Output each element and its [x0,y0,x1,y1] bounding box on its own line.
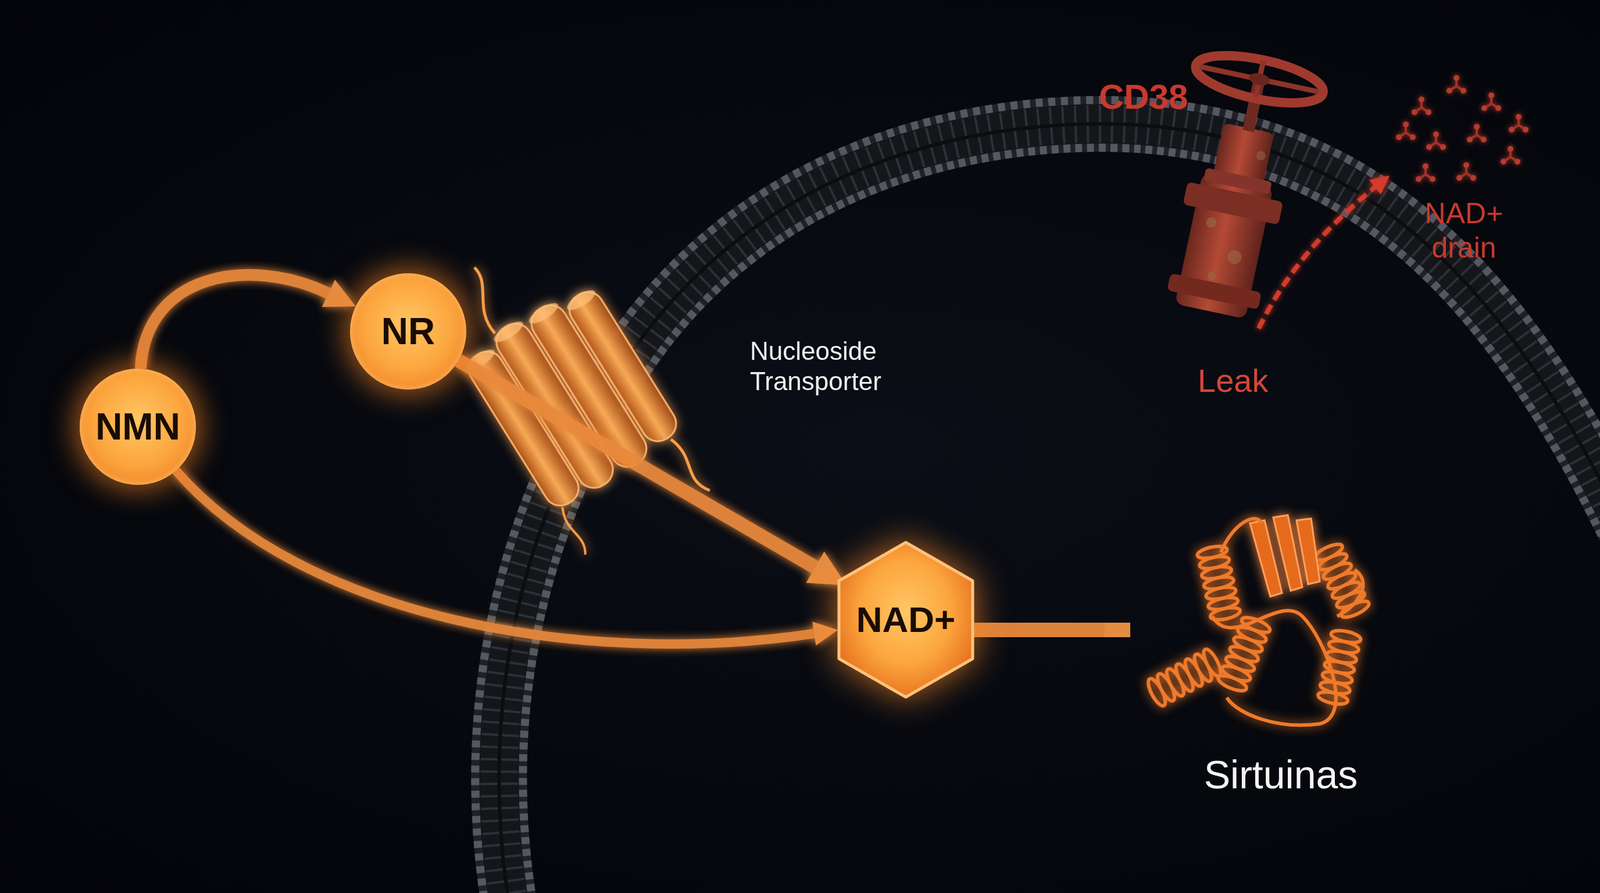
leak-label: Leak [1197,361,1297,400]
leak-arrow [1258,184,1378,329]
flow-arrow [974,625,1105,635]
molecule-circle: NMN [79,368,196,485]
drain-label: NAD+ drain [1405,196,1523,266]
enzyme-group: Sirtuinas [1173,500,1389,797]
enzyme-label: CD38 [1098,76,1239,119]
transporter-label: Nucleoside Transporter [750,336,919,397]
flow-arrow [176,470,815,645]
hexagon-outline [838,542,973,698]
node-text: NR [381,311,435,352]
cofactor-hexagon: NAD+ [837,540,975,699]
flow-arrow [140,275,329,369]
drain-molecules [1395,75,1529,182]
node-text: Sirtuinas [1204,752,1359,797]
cell-membrane [498,123,1600,893]
sirtuin-protein [1144,515,1371,725]
node-text: NAD+ [856,600,956,640]
molecule-circle: NR [350,273,467,390]
transporter-protein [422,219,718,566]
node-text: NMN [95,406,181,448]
